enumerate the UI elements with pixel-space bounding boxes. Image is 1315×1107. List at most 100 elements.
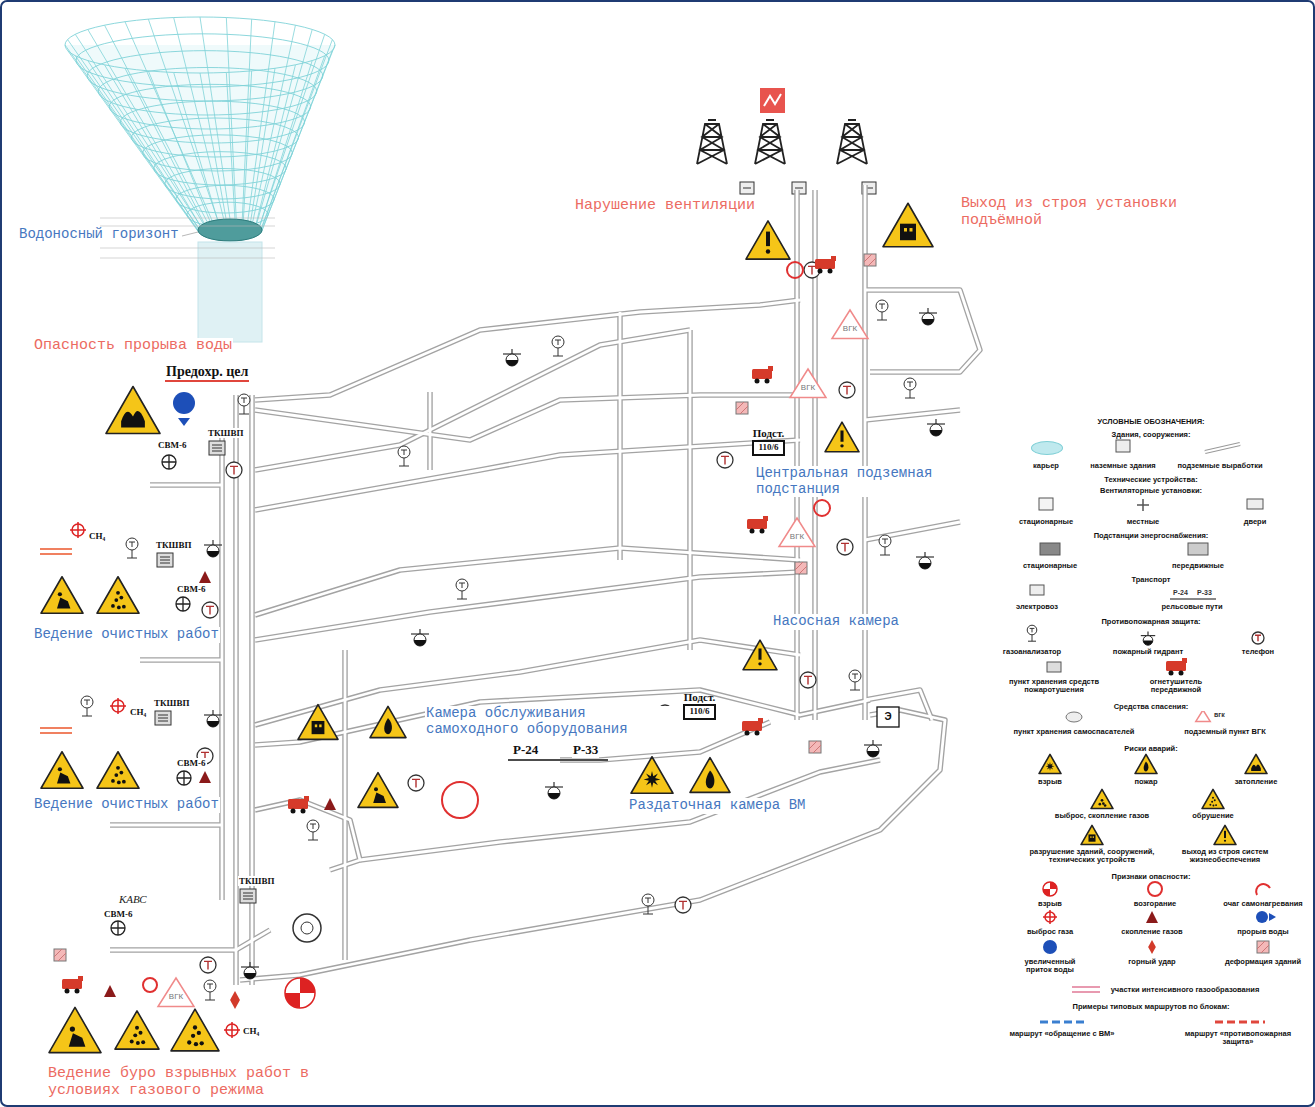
hydrant-half — [506, 360, 518, 366]
fire-hydrant-symbol — [204, 540, 222, 557]
analyzer-ring — [81, 696, 93, 708]
pit-grid — [242, 71, 251, 240]
rock-icon — [1212, 797, 1214, 799]
pit-grid — [260, 34, 325, 226]
analyzer-ring — [398, 446, 410, 458]
analyzer-stem — [648, 906, 649, 914]
storage-hatch — [54, 949, 66, 961]
rail-sample — [1170, 599, 1216, 600]
hydrant-head — [207, 715, 219, 727]
pit-grid — [257, 29, 313, 223]
exclamation-dot — [840, 444, 843, 447]
analyzer-base — [127, 558, 137, 559]
hazard-triangle — [358, 773, 398, 808]
legend-entry: затопление — [1226, 778, 1286, 786]
telephone-mark — [1255, 635, 1261, 641]
analyzer-base — [877, 320, 887, 321]
working-inner — [255, 330, 690, 470]
substation-node: Подст.110/6 — [683, 691, 716, 720]
equipment-label: ТКШВП — [153, 698, 190, 708]
pillar-caption: Предохр. цел — [165, 364, 249, 382]
working-outer — [342, 650, 348, 960]
legend-heading: Технические устройства: — [1050, 476, 1252, 484]
fire-hydrant-symbol — [1141, 632, 1155, 646]
fan-unit-box — [740, 182, 754, 194]
storage-hatch — [864, 254, 876, 266]
pit-grid — [261, 50, 332, 232]
legend-text: обрушение — [1192, 811, 1234, 820]
working-inner — [140, 659, 222, 662]
triangle-outline — [1091, 789, 1113, 808]
telephone-symbol — [800, 672, 816, 688]
analyzer-ring — [307, 820, 319, 832]
hazard-triangle — [370, 706, 406, 737]
structure-window — [904, 228, 907, 231]
rock-icon — [197, 1031, 201, 1035]
hazard-triangle — [97, 577, 139, 614]
unit-box — [155, 711, 171, 725]
fire-hydrant-symbol — [503, 349, 521, 366]
gas-analyzer-symbol — [642, 894, 654, 914]
gas-analyzer-symbol — [552, 336, 564, 356]
telephone-mark — [204, 961, 212, 969]
legend-entry: местные — [1113, 518, 1173, 526]
analyzer-mark — [241, 398, 247, 403]
voltage-box: 110/6 — [752, 440, 785, 456]
mobile-extinguisher-symbol — [752, 366, 773, 384]
legend-heading: Транспорт — [1050, 576, 1252, 584]
telephone-symbol — [226, 462, 242, 478]
hazard-triangle — [631, 757, 673, 794]
rock-icon — [130, 1040, 134, 1044]
self-rescuer-sample — [1066, 712, 1082, 722]
equipment-label: ТКШВП — [155, 540, 192, 550]
hazard-triangle — [690, 758, 730, 793]
structure-window — [910, 228, 913, 231]
fan-cross — [177, 771, 191, 785]
rail-label: Р-24 — [512, 743, 539, 758]
fan-outer — [293, 914, 321, 942]
working-outer — [255, 395, 800, 440]
fire-hydrant-symbol — [919, 308, 937, 325]
explosion-icon — [1046, 762, 1055, 771]
gas-analyzer-symbol — [398, 446, 410, 466]
working-outer — [617, 312, 623, 560]
working-outer — [255, 440, 800, 510]
hydrant-stem — [927, 308, 928, 313]
working-inner — [865, 290, 980, 372]
working-inner — [865, 522, 960, 540]
storage-hatch — [736, 402, 748, 414]
extinguisher-wheel — [1169, 671, 1174, 676]
leader-line — [182, 232, 198, 236]
analyzer-base — [1028, 641, 1036, 642]
worker-head — [70, 1026, 75, 1031]
legend-text: пожар — [1134, 777, 1157, 786]
extinguishing-store-sample — [1047, 662, 1061, 672]
pit-grid — [105, 25, 208, 222]
legend-entry: выход из строя систем жизнеобеспечения — [1175, 848, 1275, 865]
extinguisher-wheel — [760, 529, 765, 534]
hazard-triangle — [1135, 754, 1157, 773]
legend-swatch — [1031, 441, 1063, 455]
hazard-caption: Опасность прорыва воды — [33, 338, 233, 355]
outburst-cross — [224, 1022, 240, 1038]
working-outer — [794, 190, 800, 720]
working-inner — [150, 484, 222, 487]
door-sample — [1247, 499, 1263, 509]
exclamation-bar — [1224, 831, 1226, 838]
triangle-outline — [1245, 754, 1267, 773]
legend-entry: взрыв — [1025, 900, 1075, 908]
analyzer-stem — [244, 406, 245, 414]
fan-ring — [162, 455, 176, 469]
local-fan-sample — [1137, 499, 1149, 511]
telephone-ring — [675, 897, 691, 913]
triangle-outline — [358, 773, 398, 808]
working-sample — [1205, 444, 1240, 452]
substation-unit-symbol — [157, 553, 173, 567]
analyzer-stem — [910, 390, 911, 398]
equipment-label: СВМ-6 — [176, 758, 207, 768]
legend-text: передвижные — [1172, 561, 1224, 570]
rescue-point-symbol — [1196, 710, 1210, 721]
worker-body — [69, 1033, 86, 1047]
telephone-symbol — [675, 897, 691, 913]
